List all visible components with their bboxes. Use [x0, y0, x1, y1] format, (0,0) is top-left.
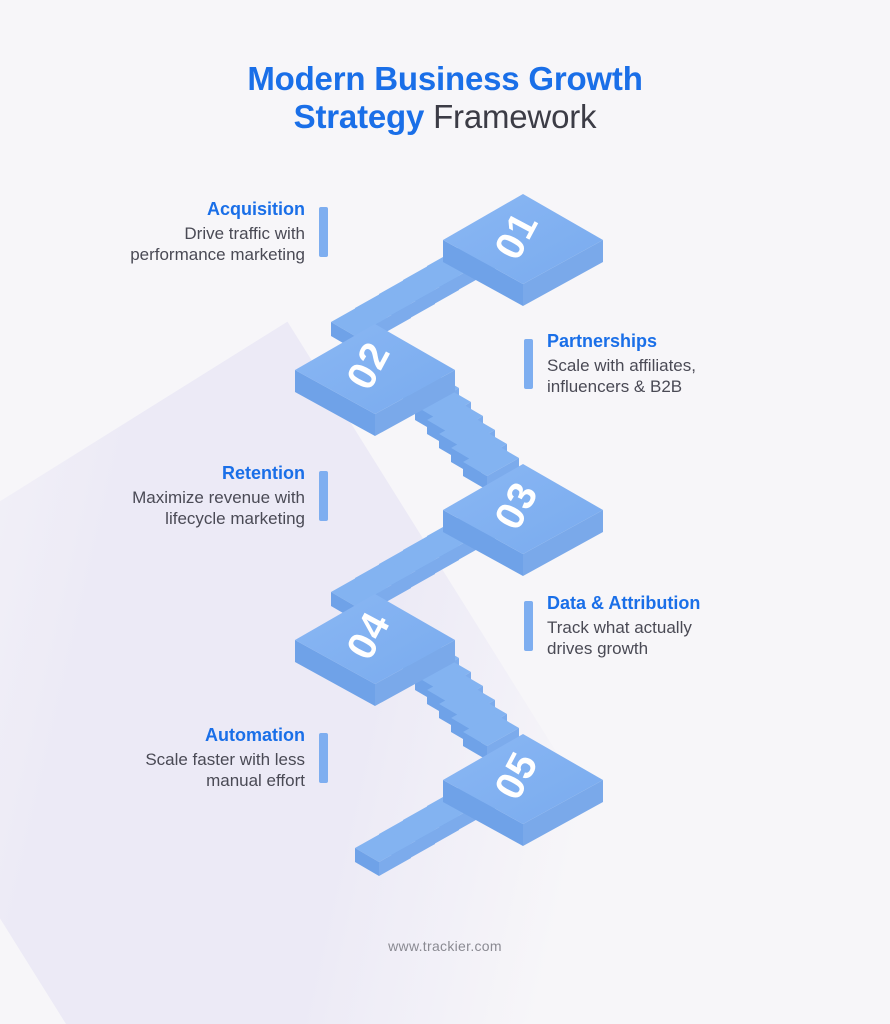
- callout-partnerships-text: Partnerships Scale with affiliates, infl…: [547, 330, 696, 398]
- callout-data-attribution-title: Data & Attribution: [547, 593, 701, 613]
- callout-automation: Automation Scale faster with less manual…: [58, 724, 328, 792]
- step-block-04: 04: [295, 594, 455, 706]
- title-line-2-rest: Framework: [424, 98, 597, 136]
- callout-retention-text: Retention Maximize revenue with lifecycl…: [132, 462, 305, 530]
- callout-acquisition-title: Acquisition: [207, 199, 305, 219]
- accent-bar-icon: [524, 601, 533, 651]
- callout-automation-text: Automation Scale faster with less manual…: [145, 724, 305, 792]
- callout-partnerships-desc: Scale with affiliates, influencers & B2B: [547, 355, 696, 397]
- accent-bar-icon: [319, 733, 328, 783]
- callout-automation-title: Automation: [205, 725, 305, 745]
- accent-bar-icon: [319, 471, 328, 521]
- callout-retention: Retention Maximize revenue with lifecycl…: [58, 462, 328, 530]
- isometric-staircase-graphic: 01: [295, 194, 603, 876]
- callout-partnerships-title: Partnerships: [547, 331, 658, 351]
- callout-data-attribution-desc: Track what actually drives growth: [547, 617, 692, 659]
- step-block-03: 03: [443, 464, 603, 576]
- accent-bar-icon: [524, 339, 533, 389]
- callout-data-attribution: Data & Attribution Track what actually d…: [524, 592, 824, 660]
- page-title: Modern Business Growth Strategy Framewor…: [0, 60, 890, 137]
- title-line-1: Modern Business Growth: [0, 60, 890, 98]
- callout-acquisition-text: Acquisition Drive traffic with performan…: [130, 198, 305, 266]
- callout-automation-desc: Scale faster with less manual effort: [145, 749, 305, 791]
- callout-retention-desc: Maximize revenue with lifecycle marketin…: [132, 487, 305, 529]
- callout-acquisition-desc: Drive traffic with performance marketing: [130, 223, 305, 265]
- step-block-05: 05: [443, 734, 603, 846]
- title-line-2-highlight: Strategy: [293, 98, 425, 136]
- callout-partnerships: Partnerships Scale with affiliates, infl…: [524, 330, 824, 398]
- step-block-01: 01: [443, 194, 603, 306]
- callout-retention-title: Retention: [222, 463, 305, 483]
- title-line-2: Strategy Framework: [0, 98, 890, 136]
- callout-data-attribution-text: Data & Attribution Track what actually d…: [547, 592, 700, 660]
- footer-url[interactable]: www.trackier.com: [388, 938, 502, 954]
- callout-acquisition: Acquisition Drive traffic with performan…: [58, 198, 328, 266]
- step-block-02: 02: [295, 324, 455, 436]
- title-line-1-text: Modern Business Growth: [247, 60, 643, 97]
- accent-bar-icon: [319, 207, 328, 257]
